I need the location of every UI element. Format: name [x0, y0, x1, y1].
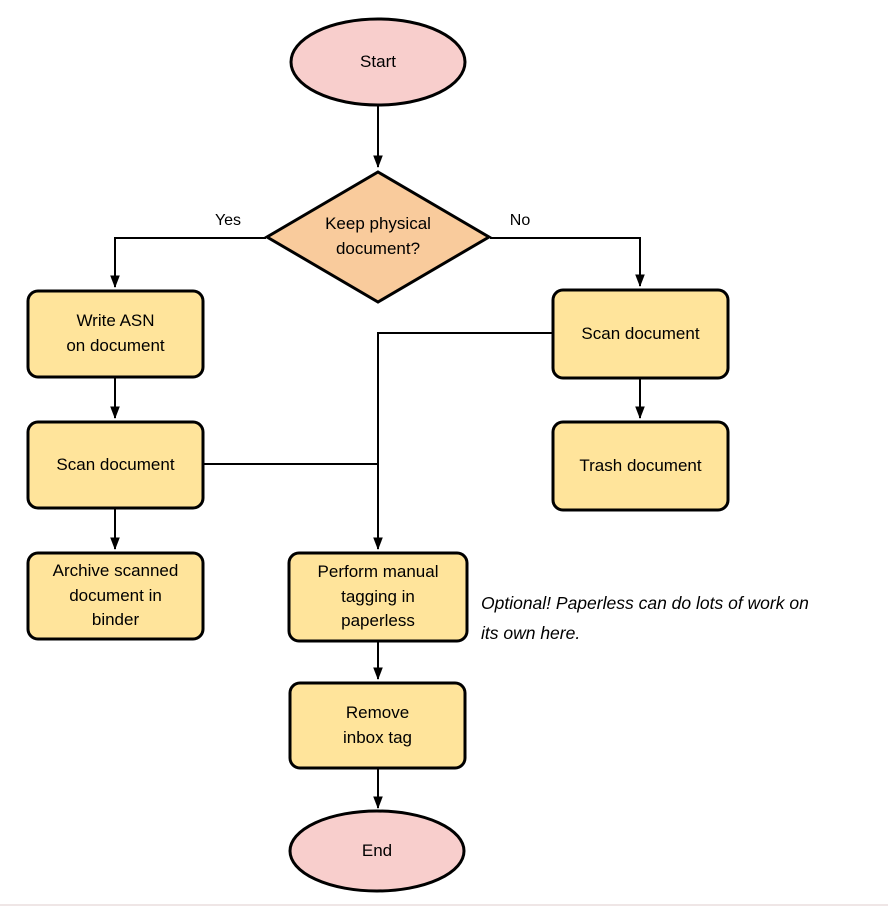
start-terminator-shape	[289, 17, 467, 107]
remove-inbox-tag-process-shape	[288, 681, 467, 770]
edge-scan-right-to-tagging	[373, 332, 553, 550]
decision-diamond-shape	[264, 170, 492, 304]
edge-decision-yes-to-write-asn	[110, 237, 266, 288]
archive-binder-process-shape	[26, 551, 205, 641]
write-asn-process-shape	[26, 289, 205, 379]
page-bottom-edge	[0, 904, 888, 906]
scan-document-left-process-shape	[26, 420, 205, 510]
node-shape-group	[26, 17, 730, 893]
trash-document-process-shape	[551, 420, 730, 512]
scan-document-right-process-shape	[551, 288, 730, 380]
connector-group	[110, 106, 645, 809]
end-terminator-shape	[288, 809, 466, 893]
optional-paperless-annotation: Optional! Paperless can do lots of work …	[481, 593, 809, 643]
manual-tagging-process-shape	[287, 551, 469, 643]
edge-decision-no-to-scan-right	[490, 237, 645, 287]
